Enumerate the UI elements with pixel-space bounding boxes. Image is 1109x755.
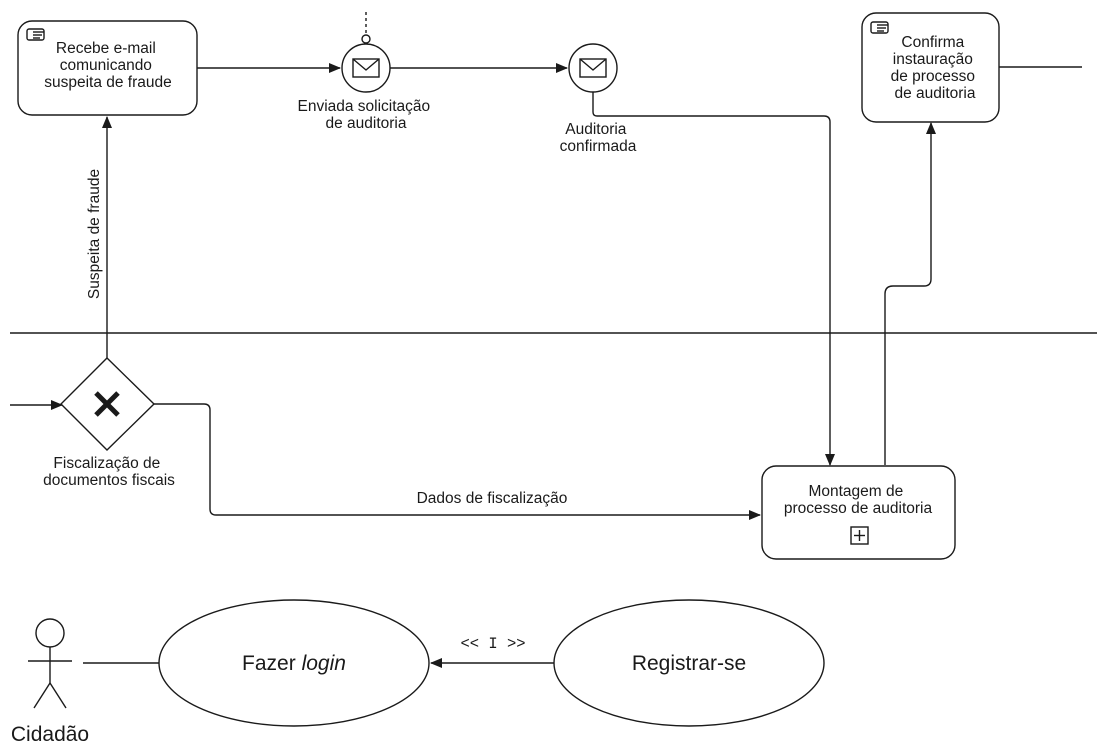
- flow-label-fraud-suspect: Suspeita de fraude: [86, 169, 103, 299]
- event-audit-confirmed-label: Auditoria confirmada: [560, 121, 637, 155]
- subprocess-assembly[interactable]: Montagem de processo de auditoria: [761, 465, 956, 560]
- flow-assembly-to-confirm: [884, 122, 936, 465]
- flow-inspection-data: [154, 403, 761, 520]
- event-audit-confirmed[interactable]: Auditoria confirmada: [560, 43, 637, 155]
- flow-confirmed-to-assembly: [592, 92, 835, 466]
- include-stereotype: << I >>: [460, 635, 525, 653]
- hand-task-icon: [870, 21, 889, 34]
- task-receive-email[interactable]: Recebe e-mail comunicando suspeita de fr…: [17, 20, 198, 116]
- usecase-login[interactable]: Fazer login: [158, 599, 430, 727]
- task-confirm-audit[interactable]: Confirma instauração de processo de audi…: [861, 12, 1000, 123]
- usecase-login-label: Fazer login: [242, 652, 346, 675]
- event-sent-request-label: Enviada solicitação de auditoria: [297, 98, 434, 132]
- usecase-register[interactable]: Registrar-se: [553, 599, 825, 727]
- task-receive-email-label: Recebe e-mail comunicando suspeita de fr…: [44, 40, 172, 91]
- subprocess-assembly-label: Montagem de processo de auditoria: [784, 483, 933, 517]
- gateway-label: Fiscalização de documentos fiscais: [43, 455, 175, 489]
- usecase-register-label: Registrar-se: [632, 652, 746, 675]
- actor-citizen[interactable]: Cidadão: [11, 618, 89, 746]
- gateway-inspection[interactable]: Fiscalização de documentos fiscais: [43, 357, 175, 489]
- connector-circle: [361, 34, 371, 44]
- envelope-icon: [352, 58, 380, 78]
- exclusive-x-icon: [94, 391, 120, 417]
- flow-label-inspection-data: Dados de fiscalização: [417, 490, 568, 507]
- subprocess-plus-icon[interactable]: [850, 526, 869, 545]
- stick-figure-icon: [28, 618, 72, 709]
- actor-label: Cidadão: [11, 723, 89, 746]
- envelope-icon: [579, 58, 607, 78]
- event-sent-request[interactable]: Enviada solicitação de auditoria: [297, 43, 434, 132]
- hand-task-icon: [26, 28, 45, 41]
- task-confirm-audit-label: Confirma instauração de processo de audi…: [891, 34, 980, 102]
